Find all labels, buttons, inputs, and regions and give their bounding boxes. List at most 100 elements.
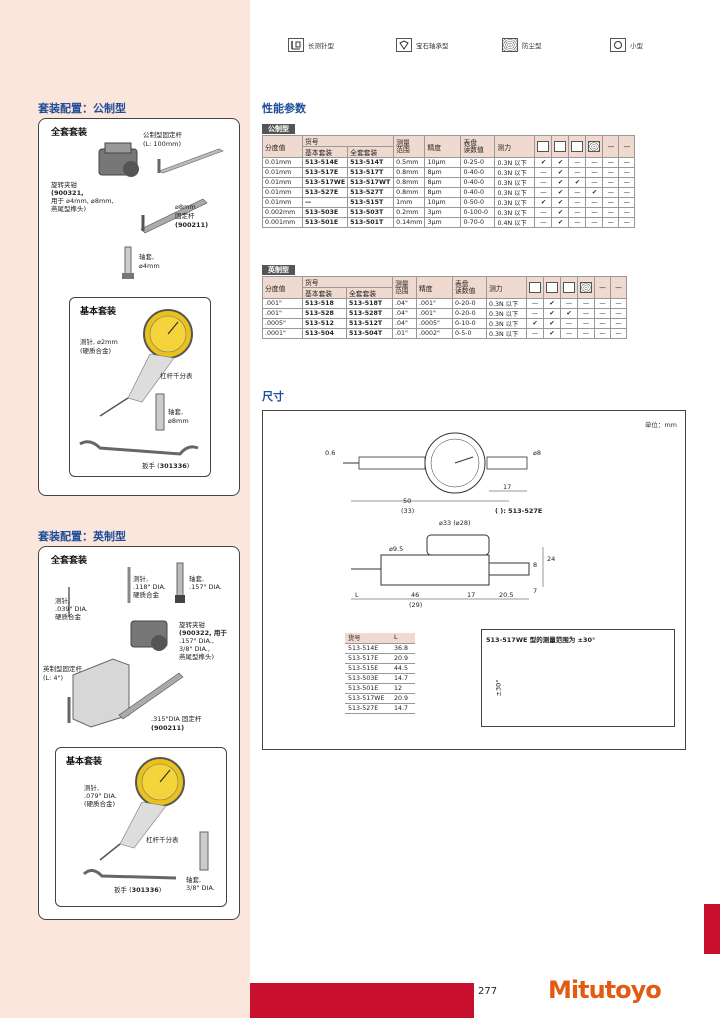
inch-stylus-b-size: .118" DIA. — [133, 583, 166, 591]
inch-clamp-desc2: 3/8" DIA., — [179, 645, 210, 653]
metric-fixed-rod-size: ⌀8mm — [175, 203, 196, 211]
inch-clamp: 旋转夹钳 — [179, 621, 205, 629]
col-jewel-icon — [551, 135, 570, 158]
dim-d33: ⌀33 (⌀28) — [439, 519, 471, 527]
metric-tab: 公制型 — [262, 124, 295, 134]
inch-stylus-c-material: (硬质合金) — [84, 800, 116, 808]
brand-logo: Mitutoyo — [548, 976, 662, 1004]
inch-stylus-b: 测针, — [133, 575, 149, 583]
inch-stylus-c: 测针, — [84, 784, 100, 792]
inch-indicator-illustration — [82, 757, 209, 880]
dim-24: 24 — [547, 555, 556, 563]
metric-stylus-material: (硬质合金) — [80, 347, 112, 355]
metric-kit-illustration — [98, 142, 224, 279]
dim-46: 46 — [411, 591, 420, 599]
dim-8: 8 — [533, 561, 538, 569]
dims-title: 尺寸 — [262, 390, 284, 403]
inch-clamp-desc: .157" DIA., — [179, 637, 214, 645]
side-tab — [704, 904, 720, 954]
inch-kit-illustration — [67, 562, 185, 728]
inch-tab: 英制型 — [262, 265, 295, 275]
inch-full-set-heading: 全套套装 — [51, 556, 88, 566]
inch-stylus-a-material: 硬质合金 — [55, 613, 81, 621]
inch-stylus-b-material: 硬质合金 — [133, 591, 159, 599]
dim-L: L — [355, 591, 359, 599]
compact-icon — [610, 38, 626, 52]
inch-spec-table: 分度值 货号 测量范围 精度 表盘读数值 测力 — — 基本套装 全套套装 .0… — [262, 276, 627, 339]
footer-bar — [250, 983, 474, 1018]
metric-full-set-heading: 全套套装 — [51, 128, 88, 138]
metric-clamp-label: 旋转夹钳 — [51, 181, 77, 189]
dim-17b: 17 — [467, 591, 476, 599]
metric-stem-label: 轴套, — [139, 253, 155, 261]
inch-basic-set-heading: 基本套装 — [66, 757, 103, 767]
metric-rod-length: (L: 100mm) — [143, 140, 182, 148]
col-dustproof-icon — [585, 135, 604, 158]
metric-stem8-label: 轴套, — [168, 408, 184, 416]
inch-clamp-code: (900322, 用于 — [179, 629, 227, 637]
dim-model-note: ( ): 513-527E — [495, 507, 543, 515]
inch-stylus-a-size: .039" DIA. — [55, 605, 88, 613]
metric-fixed-rod-label: 固定杆 — [175, 212, 195, 220]
dim-7: 7 — [533, 587, 538, 595]
metric-clamp-code: (900321, — [51, 189, 84, 197]
dim-20-5: 20.5 — [499, 591, 514, 599]
inch-stylus-c-size: .079" DIA. — [84, 792, 117, 800]
inch-stem-b-size: 3/8" DIA. — [186, 884, 215, 892]
legend-dustproof: 防尘型 — [502, 38, 542, 52]
range-box: 513-517WE 型的测量范围为 ±30° ±30° — [481, 629, 675, 727]
inch-stem-b: 轴套, — [186, 876, 202, 884]
inch-rod-length: (L: 4") — [43, 674, 64, 682]
dimension-drawing-box: 单位：mm 0.6 ⌀8 17 50 (33) ( ): 513-527E ⌀3… — [262, 410, 686, 750]
metric-clamp-desc2: 燕尾型榫头) — [51, 205, 87, 213]
inch-rod: 英制型固定杆 — [43, 665, 82, 673]
metric-stem-size: ⌀4mm — [139, 262, 160, 270]
dim-33: (33) — [401, 507, 415, 515]
metric-stem8-size: ⌀8mm — [168, 417, 189, 425]
dustproof-icon — [502, 38, 518, 52]
long-stylus-icon — [288, 38, 304, 52]
metric-indicator-illustration — [79, 309, 199, 456]
col-compact-icon — [568, 135, 587, 158]
inch-fixed-rod-code: (900211) — [151, 724, 185, 732]
inch-wrench-label: 扳手 (301336) — [114, 886, 162, 894]
dim-0-6: 0.6 — [325, 449, 336, 457]
page-number: 277 — [478, 986, 498, 997]
metric-spec-table: 分度值 货号 测量范围 精度 表盘读数值 测力 — — 基本套装 全套套装 0.… — [262, 135, 636, 228]
inch-stem-a-size: .157" DIA. — [189, 583, 222, 591]
dim-17a: 17 — [503, 483, 512, 491]
dim-d8: ⌀8 — [533, 449, 542, 457]
inch-kit-title: 套装配置：英制型 — [38, 530, 126, 543]
dim-50: 50 — [403, 497, 412, 505]
inch-basic-set-box: 基本套装 测针, .079" DIA. (硬质合金) 杠杆千分表 扳手 (301… — [55, 747, 227, 907]
legend-compact: 小型 — [610, 38, 643, 52]
legend-long-stylus: 长测针型 — [288, 38, 334, 52]
col-long-stylus-icon — [534, 135, 553, 158]
range-title: 513-517WE 型的测量范围为 ±30° — [486, 636, 596, 644]
inch-indicator-label: 杠杆千分表 — [146, 836, 179, 844]
metric-kit-title: 套装配置：公制型 — [38, 102, 126, 115]
metric-rod-label: 公制型固定杆 — [143, 131, 182, 139]
dim-29: (29) — [409, 601, 423, 609]
legend-jewel-bearing: 宝石轴承型 — [396, 38, 449, 52]
metric-kit-box: 全套套装 公制型固定杆 (L: 100mm) 旋转夹钳 (900321, 用于 … — [38, 118, 240, 496]
